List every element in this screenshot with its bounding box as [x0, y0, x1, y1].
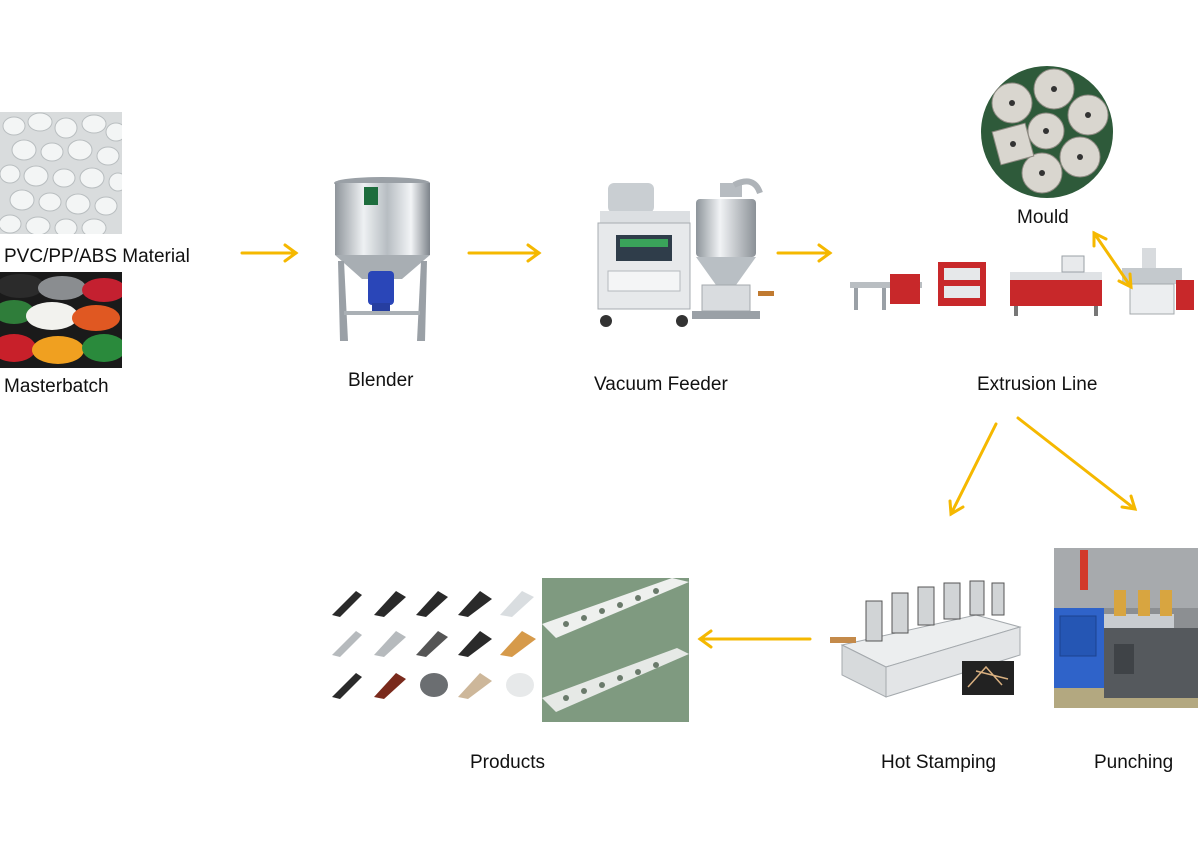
blender-photo	[330, 175, 435, 343]
masterbatch-photo	[0, 272, 122, 368]
arrow-blender-to-feeder	[467, 243, 542, 263]
mould-label: Mould	[1017, 207, 1069, 228]
punching-photo	[1054, 548, 1198, 708]
extrusion-line-photo	[846, 244, 1196, 320]
mould-photo	[980, 65, 1114, 199]
products-label: Products	[470, 752, 545, 773]
blender-label: Blender	[348, 370, 414, 391]
extrusion-line-label: Extrusion Line	[977, 374, 1098, 395]
arrow-mould-extruder	[1092, 230, 1133, 290]
masterbatch-label: Masterbatch	[4, 376, 109, 397]
hot-stamping-label: Hot Stamping	[881, 752, 997, 773]
pvc-pellets-photo	[0, 112, 122, 234]
arrow-feeder-to-extrusion	[776, 243, 833, 263]
arrow-extrusion-to-punching	[1016, 416, 1138, 511]
arrow-hot-stamping-to-products	[697, 629, 812, 649]
material-label: PVC/PP/ABS Material	[4, 246, 190, 267]
products-profiles-photo	[326, 585, 540, 713]
punching-label: Punching	[1094, 752, 1174, 773]
products-corner-bead-photo	[542, 578, 689, 722]
hot-stamping-photo	[826, 575, 1026, 700]
vacuum-feeder-label: Vacuum Feeder	[594, 374, 728, 395]
arrow-extrusion-to-hot-stamping	[948, 422, 998, 517]
vacuum-feeder-photo	[588, 175, 778, 330]
arrow-material-to-blender	[240, 243, 299, 263]
